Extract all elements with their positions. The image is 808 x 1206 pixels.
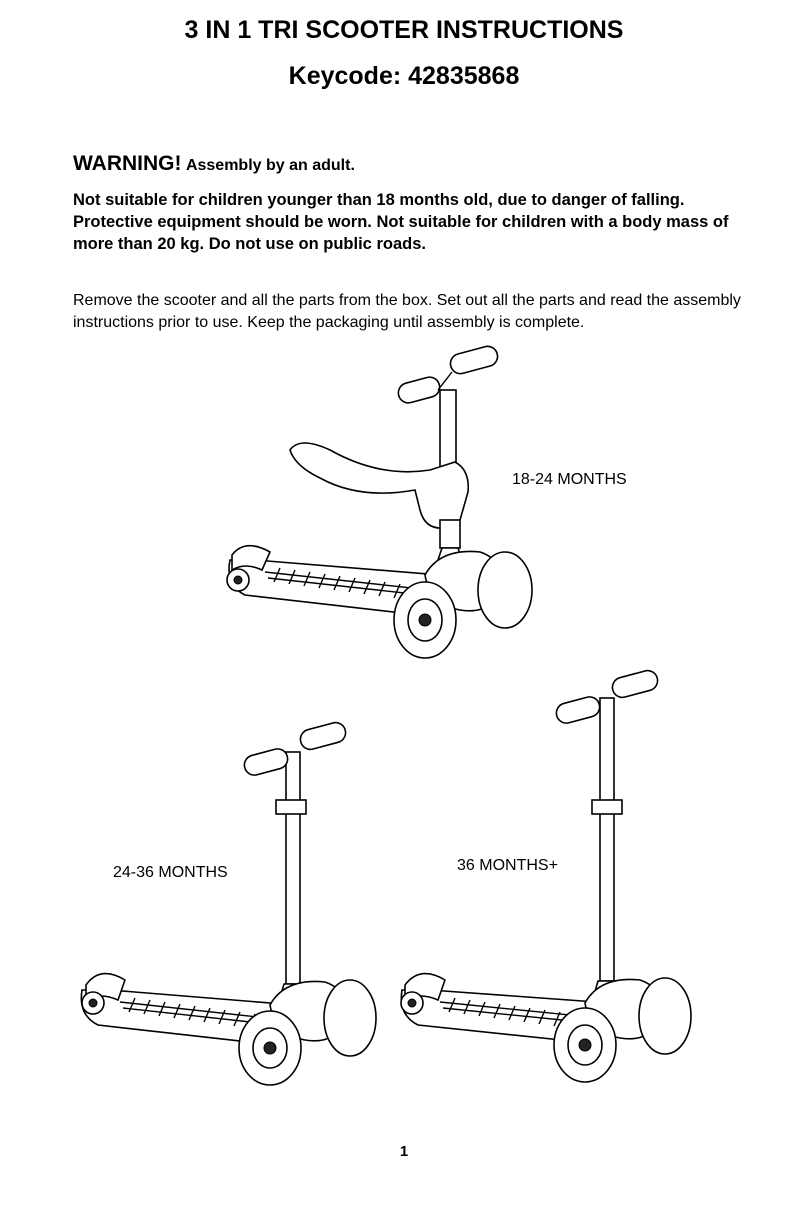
keycode: Keycode: 42835868 [288, 62, 520, 90]
instructions-paragraph: Remove the scooter and all the parts fro… [73, 292, 741, 331]
config-label-36-months-plus: 36 MONTHS+ [457, 857, 558, 874]
scooter-high-handle-illustration [400, 669, 692, 1083]
warning-label: WARNING! [73, 152, 182, 175]
config-label-24-36-months: 24-36 MONTHS [113, 864, 228, 881]
scooter-seat-illustration [226, 345, 533, 659]
page-number: 1 [399, 1143, 409, 1160]
safety-details: Not suitable for children younger than 1… [73, 191, 729, 253]
config-label-18-24-months: 18-24 MONTHS [512, 471, 627, 488]
scooter-low-handle-illustration [80, 721, 377, 1086]
warning-line: WARNING! Assembly by an adult. [73, 152, 355, 176]
document-title: 3 IN 1 TRI SCOOTER INSTRUCTIONS [184, 16, 624, 44]
warning-text: Assembly by an adult. [185, 157, 355, 174]
